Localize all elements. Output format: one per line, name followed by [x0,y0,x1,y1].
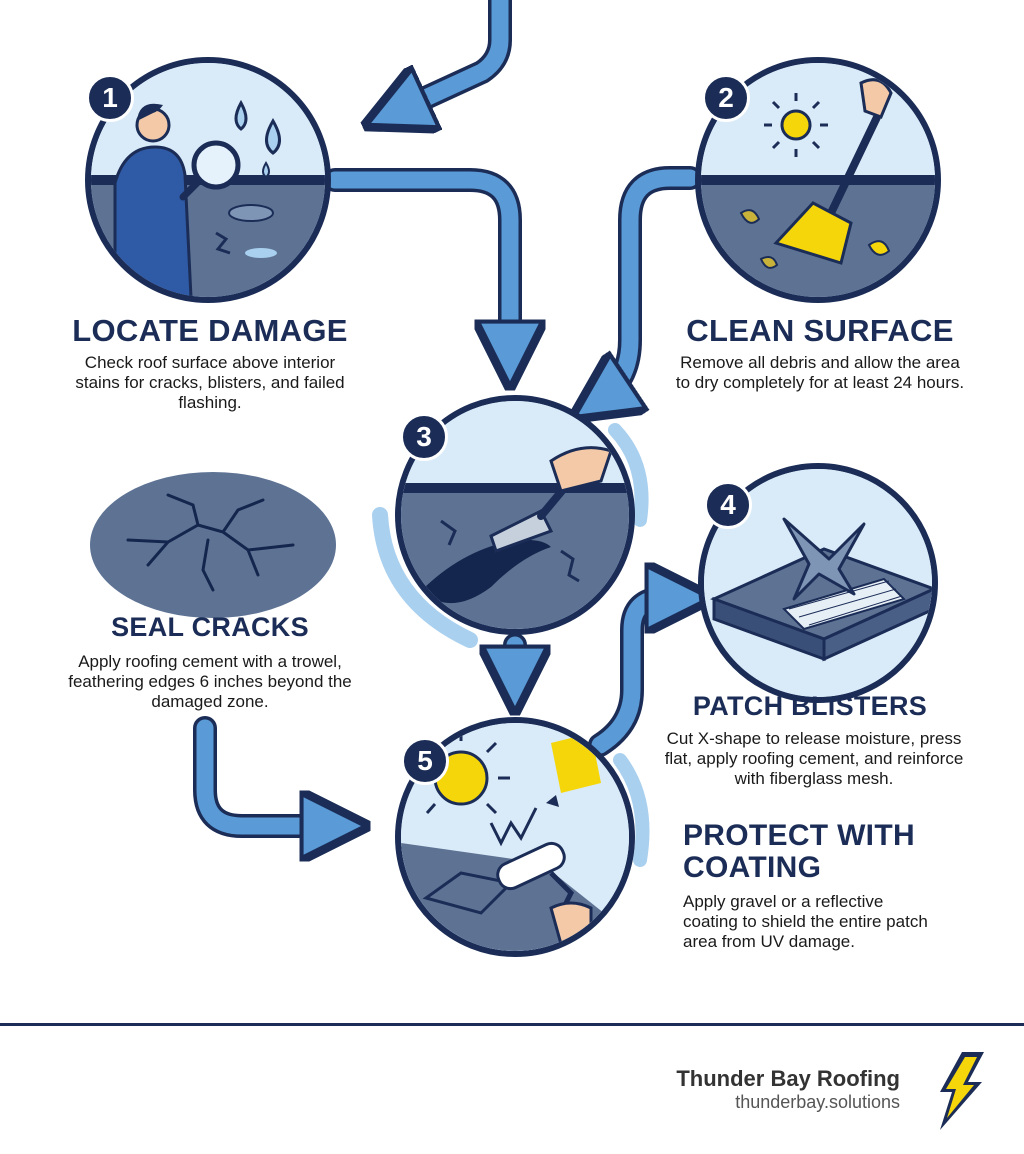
water-drop-icon [234,99,248,131]
magnifier-icon [191,140,241,190]
step-2-description: Remove all debris and allow the area to … [675,353,965,392]
step-1-illustration [85,57,331,303]
step-3-illustration [395,395,635,635]
infographic: 1 LOCATE DAMAGE Check roof surface above… [68,0,965,957]
step-4-description: Cut X-shape to release moisture, press f… [664,729,964,788]
footer-divider [0,1023,1024,1026]
step-3-description: Apply roofing cement with a trowel, feat… [68,652,352,711]
step-1-description: Check roof surface above interior stains… [75,353,345,412]
step-4-badge: 4 [704,481,752,529]
step-5-badge: 5 [401,737,449,785]
sun-icon-small [764,93,828,157]
step-5-title: PROTECT WITH COATING [683,819,915,884]
step-4-title: PATCH BLISTERS [692,691,928,721]
step-3-title: SEAL CRACKS [111,612,309,642]
paint-roller-icon [496,841,593,946]
step-1-title: LOCATE DAMAGE [72,313,348,348]
lightning-bolt-icon [940,1052,984,1130]
cracked-surface-icon [90,472,336,618]
step-5-illustration [395,717,635,957]
trowel-icon [489,508,554,553]
x-cut-icon [782,517,866,601]
brand-url: thunderbay.solutions [735,1092,900,1112]
brand-name: Thunder Bay Roofing [676,1066,900,1091]
step-3-badge: 3 [400,413,448,461]
step-2-badge: 2 [702,74,750,122]
flow-arrow-seal-5 [193,716,347,838]
step-2-title: CLEAN SURFACE [686,313,954,348]
step-4-illustration [698,463,938,703]
broom-icon [773,201,853,265]
step-1-badge: 1 [86,74,134,122]
step-5-description: Apply gravel or a reflective coating to … [683,892,928,951]
